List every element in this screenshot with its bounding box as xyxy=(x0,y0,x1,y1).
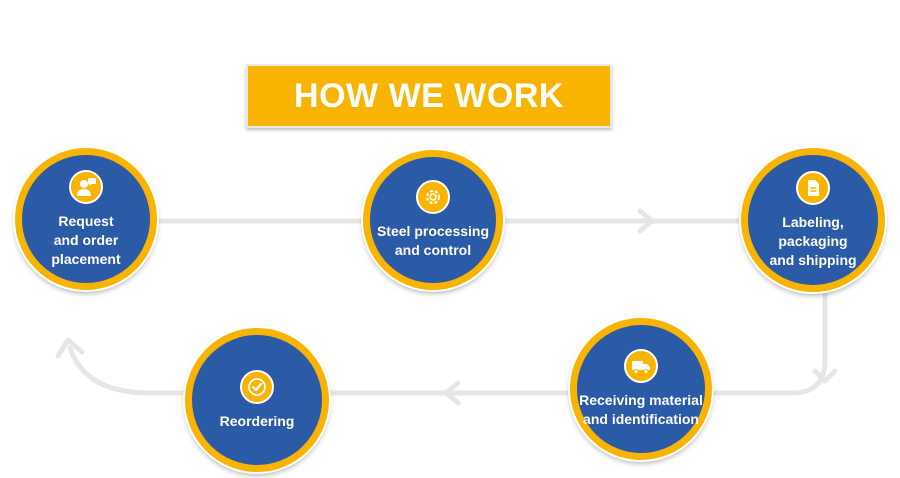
connector-5-end xyxy=(67,345,195,396)
step-label: Steel processing and control xyxy=(376,223,490,258)
step-label: Receiving material and identification xyxy=(579,392,703,427)
step-label: Labeling, packaging and shipping xyxy=(769,213,857,268)
arrowhead-left xyxy=(443,380,461,406)
truck-icon xyxy=(624,349,658,383)
document-icon xyxy=(796,170,830,205)
step-reordering: Reordering xyxy=(185,328,329,472)
arrowhead-up xyxy=(55,337,85,359)
step-label: Request and order placement xyxy=(51,212,121,267)
title-banner: HOW WE WORK xyxy=(246,64,612,128)
step-steel-processing-control: Steel processing and control xyxy=(363,150,503,290)
step-request-order-placement: Request and order placement xyxy=(15,148,157,290)
checkmark-icon xyxy=(240,369,274,404)
step-label: Reordering xyxy=(219,412,295,429)
person-chat-icon xyxy=(69,169,103,204)
page-title: HOW WE WORK xyxy=(294,76,564,115)
step-labeling-packaging-shipping: Labeling, packaging and shipping xyxy=(741,148,885,292)
connector-3-4 xyxy=(702,285,828,396)
step-receiving-material-identification: Receiving material and identification xyxy=(570,318,712,460)
gear-icon xyxy=(416,180,450,214)
arrowhead-right xyxy=(637,208,655,234)
arrowhead-down xyxy=(812,368,838,384)
